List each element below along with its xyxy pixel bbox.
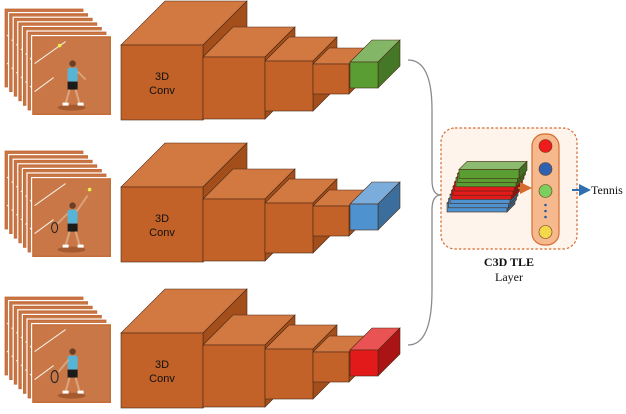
neurons [538, 139, 553, 239]
conv-stream: 3D Conv [3, 288, 401, 409]
tle-layer [440, 127, 578, 250]
conv-block-2-front-face [202, 56, 266, 120]
neuron-red [538, 139, 553, 153]
feature-map-slice [458, 160, 528, 180]
output-feature-block-front-face [349, 203, 379, 231]
conv-streams: 3D Conv 3D Conv 3D Conv [3, 0, 401, 409]
output-feature-block [349, 327, 401, 377]
feature-map-slice-top-face [458, 161, 528, 170]
conv-block-3-front-face [264, 60, 314, 112]
output-feature-block-front-face [349, 61, 379, 89]
input-frame-stack [3, 7, 113, 117]
conv-block-4-front-face [312, 351, 350, 383]
conv-block-3-front-face [264, 202, 314, 254]
conv-label-line2: Conv [149, 85, 175, 97]
tennis-player-ready-frame [57, 43, 87, 111]
output-feature-block-front-face [349, 349, 379, 377]
conv-block-2-front-face [202, 344, 266, 408]
tennis-player-swing-frame [50, 348, 86, 399]
neuron-blue [538, 162, 553, 176]
merge-bracket [407, 59, 442, 346]
conv-label-line1: 3D [155, 213, 169, 225]
conv-block-2-front-face [202, 198, 266, 262]
feature-map-slice-front-face [458, 169, 520, 179]
conv-label-line1: 3D [155, 359, 169, 371]
output-feature-block [349, 39, 401, 89]
input-frame-stack [3, 295, 113, 405]
tle-subtitle: Layer [495, 270, 523, 284]
output-label: Tennis [591, 183, 623, 197]
conv-block-3-front-face [264, 348, 314, 400]
conv-stream: 3D Conv [3, 142, 401, 263]
conv-block-1-front-face [120, 186, 204, 263]
ellipsis-dot [544, 203, 547, 207]
conv-label-line2: Conv [149, 227, 175, 239]
conv-stream: 3D Conv [3, 0, 401, 121]
tennis-player-serve-frame [51, 187, 92, 253]
ellipsis-dot [544, 215, 547, 219]
input-frame-stack [3, 149, 113, 259]
output-feature-block [349, 181, 401, 231]
neuron-yellow [538, 225, 553, 239]
conv-label-line1: 3D [155, 71, 169, 83]
ellipsis-dot [544, 209, 547, 213]
tle-title: C3D TLE [484, 255, 534, 269]
neuron-green [538, 184, 553, 198]
conv-label-line2: Conv [149, 373, 175, 385]
conv-block-4-front-face [312, 205, 350, 237]
conv-block-4-front-face [312, 63, 350, 95]
feature-map-stack [446, 160, 528, 213]
